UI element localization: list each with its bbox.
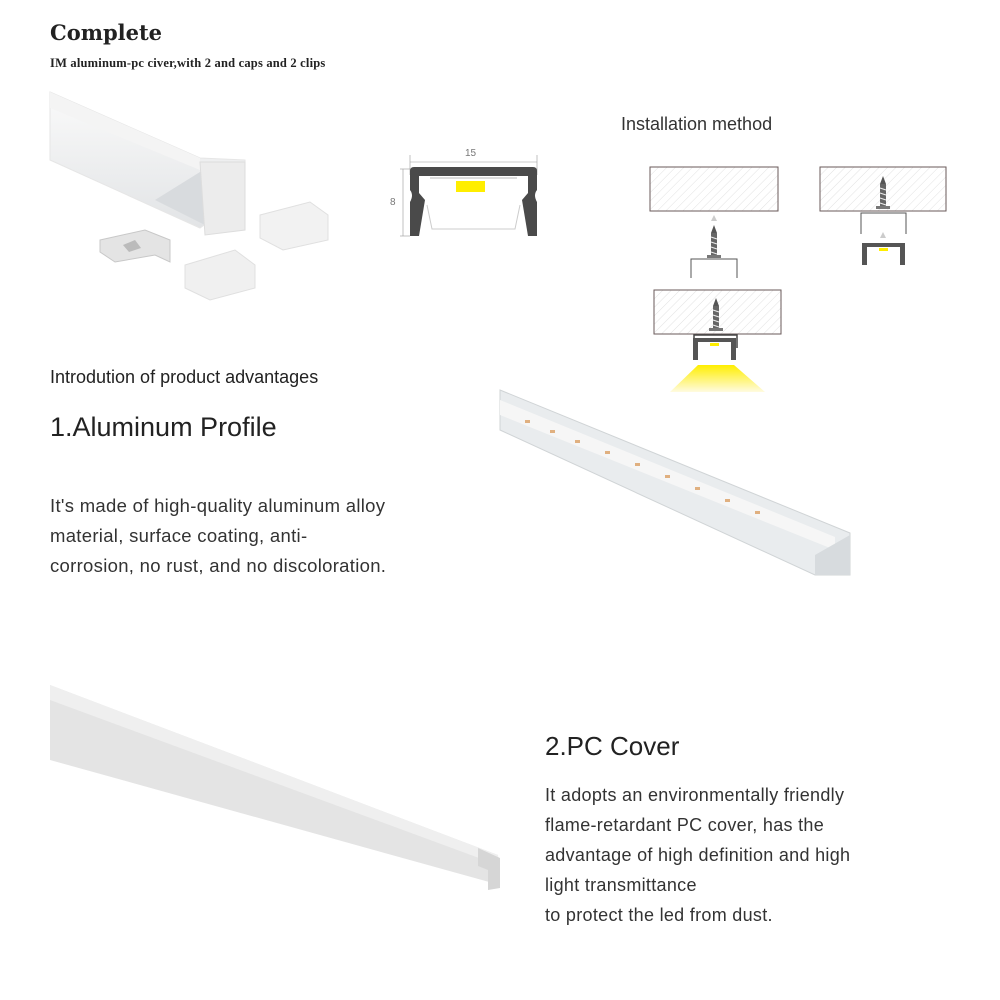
cross-section-diagram: 15 8: [390, 145, 550, 245]
description-line: advantage of high definition and high: [545, 845, 851, 865]
aluminum-profile-description: It's made of high-quality aluminum alloy…: [50, 491, 386, 581]
pc-cover-heading: 2.PC Cover: [545, 731, 680, 761]
description-line: It's made of high-quality aluminum alloy: [50, 495, 386, 516]
aluminum-profile-heading: 1.Aluminum Profile: [50, 412, 277, 442]
description-line: light transmittance: [545, 875, 697, 895]
description-line: corrosion, no rust, and no discoloration…: [50, 555, 387, 576]
advantages-intro: Introdution of product advantages: [50, 367, 319, 387]
description-line: flame-retardant PC cover, has the: [545, 815, 825, 835]
profile-cross-section-icon: [400, 155, 538, 237]
product-kit-image: [49, 91, 329, 301]
page-title: Complete: [50, 20, 163, 45]
led-profile-image: [499, 389, 851, 576]
installation-diagram: [649, 166, 947, 392]
width-dimension-label: 15: [465, 148, 477, 159]
description-line: It adopts an environmentally friendly: [545, 785, 845, 805]
description-line: to protect the led from dust.: [545, 905, 773, 925]
pc-cover-description: It adopts an environmentally friendly fl…: [545, 780, 850, 930]
installation-method-title: Installation method: [621, 114, 773, 134]
page-subtitle: IM aluminum-pc civer,with 2 and caps and…: [50, 56, 326, 70]
description-line: material, surface coating, anti-: [50, 525, 308, 546]
pc-cover-image: [50, 685, 500, 890]
height-dimension-label: 8: [390, 197, 396, 208]
wall-block-1: [649, 166, 779, 212]
